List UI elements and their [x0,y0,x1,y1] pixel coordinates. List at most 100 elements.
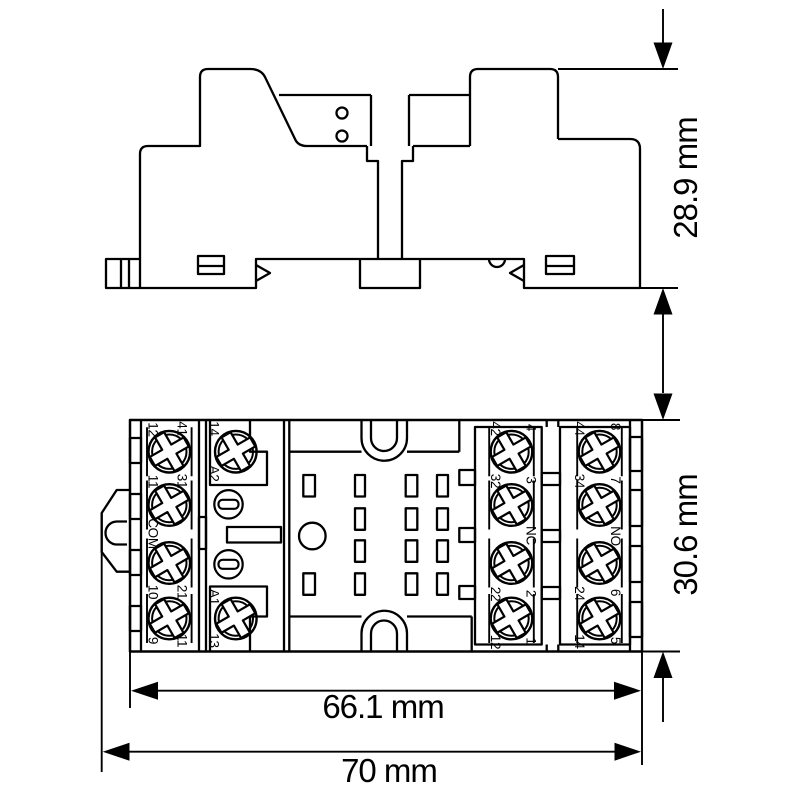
left-tab [104,257,140,290]
terminal-label: 13 [207,633,222,647]
terminal-label: NO [608,526,623,546]
keying-slot [225,525,283,544]
terminal-label: 41 [175,421,190,435]
side-elevation-view [104,67,642,290]
dimension-label-inner-width: 66.1 mm [322,688,443,725]
bottom-notch [487,258,507,269]
center-hole [297,521,327,551]
bridge-tab [540,471,562,487]
terminal-label: 22 [488,587,503,601]
channel-collar-left [365,146,380,259]
cavity-lines-col4 [576,427,623,643]
edge-tab [128,436,143,465]
terminal-label: 6 [608,589,623,596]
foot-slot-left [196,254,226,276]
cavity-lines-col3 [488,427,535,643]
terminal-label: NC [524,526,539,545]
edge-tab [628,488,644,528]
terminal-label: 1 [524,637,539,644]
edge-tab [628,544,644,584]
body-bottom [140,257,640,290]
socket-body-outline [128,418,644,653]
terminal-label: 5 [608,637,623,644]
terminal-label: COM [146,518,161,549]
terminal-label: 12 [488,635,503,649]
terminal-label: A2 [207,466,222,482]
terminal-face-view: 12 11 COM 10 9 41 31 21 11 14 A2 A1 13 4… [100,418,644,653]
terminal-label: 14 [207,421,222,436]
dimension-label-overall-width: 70 mm [341,752,437,789]
edge-tab [128,548,143,577]
bridge-tab [540,528,562,544]
middle-wall-left [282,420,291,652]
bridge-tab [458,526,477,544]
foot-slot-right [544,254,576,276]
terminal-label: 4 [524,424,539,432]
dimension-bottom-height: 30.6 mm [642,393,704,678]
body-outline-left [138,67,367,288]
hole-top [335,106,349,120]
extension-lines [558,68,678,289]
terminal-box-col4 [558,425,632,646]
terminal-label: 42 [488,421,503,435]
edge-tab [628,435,644,473]
bridge-tab [458,468,477,487]
bridge-tab [540,585,562,601]
terminal-label: 11 [175,634,190,647]
terminal-label: 44 [572,421,587,436]
terminal-label: A1 [207,589,222,605]
edge-tab [628,600,644,639]
oval-screw [213,488,244,520]
terminal-box-col3 [473,425,543,646]
bridge-tab [458,584,477,601]
terminal-label: 24 [572,586,587,601]
cavity-lines-col1 [146,427,193,643]
terminal-label: 31 [175,474,190,488]
channel-collar-right [400,146,415,259]
hole-bottom [335,129,349,143]
oval-screw [213,548,244,580]
terminal-label: 2 [524,590,539,597]
arrowhead-right [614,681,641,700]
dimension-label-bottom-height: 30.6 mm [667,474,704,595]
channel [369,95,411,146]
dimension-overall-width: 70 mm [100,513,641,789]
tower-right [468,67,560,146]
bridge-ticks [545,420,560,652]
dimension-inner-width: 66.1 mm [129,651,643,765]
terminal-label: 32 [488,474,503,488]
dimension-side-height: 28.9 mm [558,9,704,722]
extension-lines [129,651,643,765]
terminal-screws [141,423,628,647]
edge-tab [128,492,143,521]
arrowhead-left [131,681,158,700]
middle-wall-right [458,420,473,652]
arrowhead-left [102,742,130,761]
arrowhead-down [653,393,673,420]
terminal-label: 14 [572,634,587,649]
u-notch-top-inner [369,420,399,453]
terminal-label: 8 [608,423,623,430]
arrowhead-up [653,288,673,315]
terminal-label: 11 [146,475,161,488]
terminal-label: 9 [146,637,161,644]
pin-slots [302,473,450,596]
arrowhead-right [614,742,641,761]
body-outline-right [558,137,642,288]
u-notch-bottom-inner [369,619,399,652]
edge-tab [128,604,143,633]
arrowhead-up [653,651,673,678]
terminal-label: 34 [572,474,587,489]
clip-wedge-left [255,264,272,282]
dimension-label-side-height: 28.9 mm [667,117,704,238]
extension-lines [642,419,680,653]
terminal-label: 7 [608,476,623,483]
terminal-label: 12 [146,422,161,436]
terminal-label: 3 [524,476,539,483]
din-rail-clip-slot [104,520,127,546]
terminal-label: 21 [175,585,190,599]
divider-tab [197,515,208,551]
coil-box-a1 [208,585,269,652]
